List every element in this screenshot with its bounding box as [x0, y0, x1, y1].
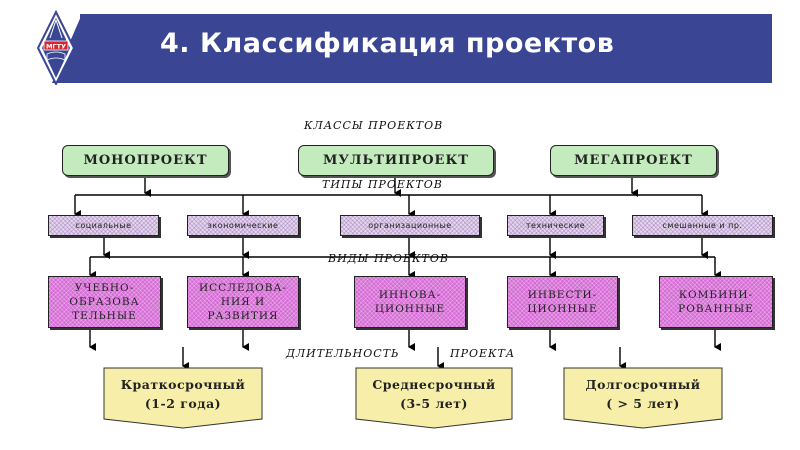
- duration-box-short: Краткосрочный (1-2 года): [103, 367, 263, 429]
- type-box-technical: технические: [507, 215, 604, 236]
- type-box-mixed: смешанные и пр.: [632, 215, 773, 236]
- duration-name: Среднесрочный: [372, 377, 496, 392]
- class-box-multi: МУЛЬТИПРОЕКТ: [298, 145, 494, 176]
- class-box-mono: МОНОПРОЕКТ: [62, 145, 229, 176]
- logo-diamond-icon: МГТУ: [36, 9, 76, 87]
- kinds-label: ВИДЫ ПРОЕКТОВ: [328, 252, 449, 265]
- duration-shape: [355, 367, 513, 429]
- duration-label-right: ПРОЕКТА: [450, 347, 516, 360]
- type-box-economic: экономические: [187, 215, 299, 236]
- kind-box-innovative: ИННОВА- ЦИОННЫЕ: [354, 276, 466, 328]
- kind-box-investment: ИНВЕСТИ- ЦИОННЫЕ: [507, 276, 618, 328]
- page-title: 4. Классификация проектов: [160, 28, 615, 59]
- duration-box-long: Долгосрочный ( > 5 лет): [563, 367, 723, 429]
- types-label: ТИПЫ ПРОЕКТОВ: [322, 178, 443, 191]
- kind-box-research: ИССЛЕДОВА- НИЯ И РАЗВИТИЯ: [187, 276, 299, 328]
- duration-period: ( > 5 лет): [606, 396, 680, 411]
- logo-text: МГТУ: [46, 43, 66, 51]
- kind-box-educational: УЧЕБНО- ОБРАЗОВА ТЕЛЬНЫЕ: [48, 276, 161, 328]
- classes-label: КЛАССЫ ПРОЕКТОВ: [302, 119, 446, 132]
- duration-shape: [563, 367, 723, 429]
- class-box-mega: МЕГАПРОЕКТ: [550, 145, 717, 176]
- type-box-organizational: организационные: [340, 215, 480, 236]
- duration-name: Краткосрочный: [120, 377, 246, 392]
- duration-label-left: ДЛИТЕЛЬНОСТЬ: [286, 347, 400, 360]
- duration-period: (1-2 года): [144, 396, 222, 411]
- kind-box-combined: КОМБИНИ- РОВАННЫЕ: [659, 276, 773, 328]
- duration-period: (3-5 лет): [400, 396, 468, 411]
- duration-name: Долгосрочный: [585, 377, 701, 392]
- type-box-social: социальные: [48, 215, 159, 236]
- university-logo: МГТУ: [34, 9, 84, 87]
- duration-box-medium: Среднесрочный (3-5 лет): [355, 367, 513, 429]
- title-banner: [80, 14, 772, 83]
- duration-shape: [103, 367, 263, 429]
